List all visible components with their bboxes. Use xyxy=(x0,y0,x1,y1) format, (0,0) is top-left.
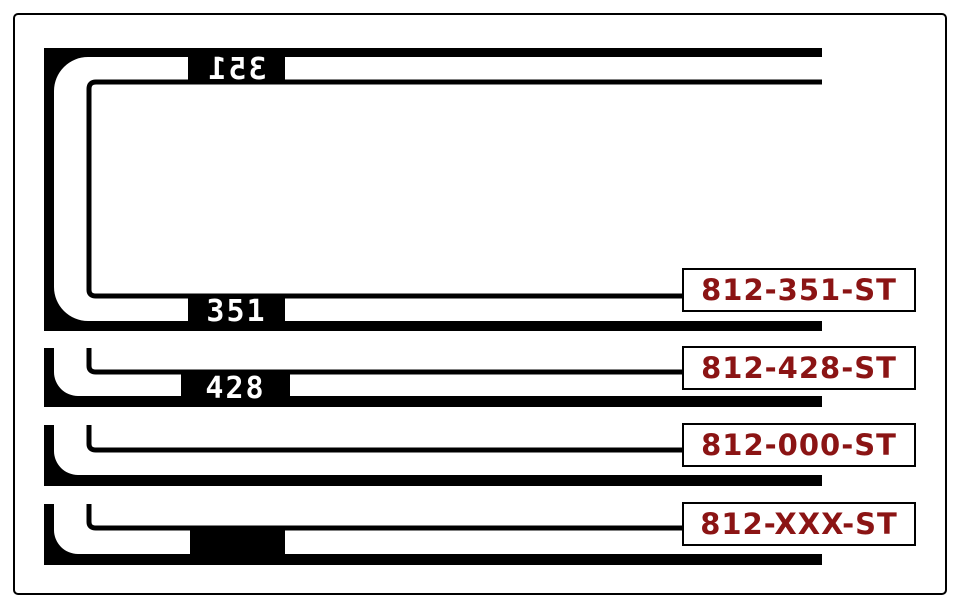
part-number-tag-xxx: 812-XXX-ST xyxy=(682,502,916,546)
stripe-428-panel xyxy=(181,373,290,400)
stripe-351-top-number: 351 xyxy=(206,52,266,87)
stripe-set-000 xyxy=(44,425,822,486)
stripe-428-inner xyxy=(86,348,682,375)
stripe-351-bottom-number: 351 xyxy=(206,294,266,329)
stripe-351-bottom-panel xyxy=(188,296,285,323)
stripe-351-inner xyxy=(86,79,822,299)
stripe-xxx-inner xyxy=(86,504,682,531)
part-number-tag-351: 812-351-ST xyxy=(682,268,916,312)
stripe-set-xxx xyxy=(44,504,822,565)
part-number-tag-428: 812-428-ST xyxy=(682,346,916,390)
part-number-label: 812-000-ST xyxy=(701,428,897,462)
stripe-000-inner xyxy=(86,425,682,453)
part-number-label: 812-XXX-ST xyxy=(700,507,898,541)
stripe-xxx-panel xyxy=(190,530,285,557)
part-number-label: 812-428-ST xyxy=(701,351,897,385)
stripe-set-428: 428 xyxy=(44,348,822,407)
stripe-428-number: 428 xyxy=(205,371,265,406)
stripe-set-351: 351 351 xyxy=(44,48,822,331)
part-number-label: 812-351-ST xyxy=(701,273,897,307)
stripe-xxx-outer xyxy=(44,504,822,565)
part-number-tag-000: 812-000-ST xyxy=(682,423,916,467)
stripe-351-top-panel xyxy=(188,55,285,82)
stripe-428-outer xyxy=(44,348,822,407)
stripe-000-outer xyxy=(44,425,822,486)
